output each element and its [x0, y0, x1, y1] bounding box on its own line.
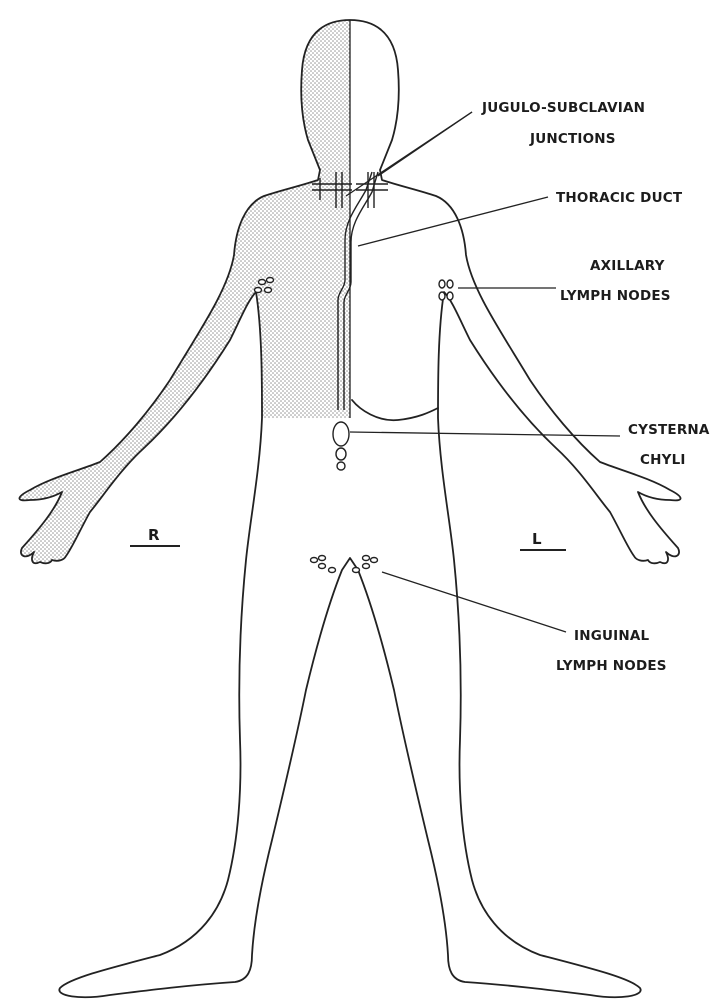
left-axillary-nodes — [439, 280, 453, 300]
label-jugulo-subclavian: JUGULO-SUBCLAVIAN — [481, 100, 645, 116]
label-chyli: CHYLI — [640, 452, 686, 468]
shaded-right-drainage-region — [19, 20, 350, 563]
diaphragm-arc — [352, 400, 438, 420]
label-inguinal-lymph-nodes: LYMPH NODES — [556, 658, 667, 674]
label-cysterna: CYSTERNA — [628, 422, 710, 438]
label-inguinal: INGUINAL — [574, 628, 650, 644]
label-axillary-lymph-nodes: LYMPH NODES — [560, 288, 671, 304]
inguinal-nodes — [311, 556, 378, 573]
label-junctions: JUNCTIONS — [529, 131, 616, 147]
label-thoracic-duct: THORACIC DUCT — [556, 190, 683, 206]
label-left-side: L — [532, 530, 542, 548]
label-axillary: AXILLARY — [590, 258, 665, 274]
left-jugulo-subclavian-junction — [356, 172, 388, 208]
label-right-side: R — [148, 526, 160, 544]
cisterna-chyli — [333, 422, 349, 470]
